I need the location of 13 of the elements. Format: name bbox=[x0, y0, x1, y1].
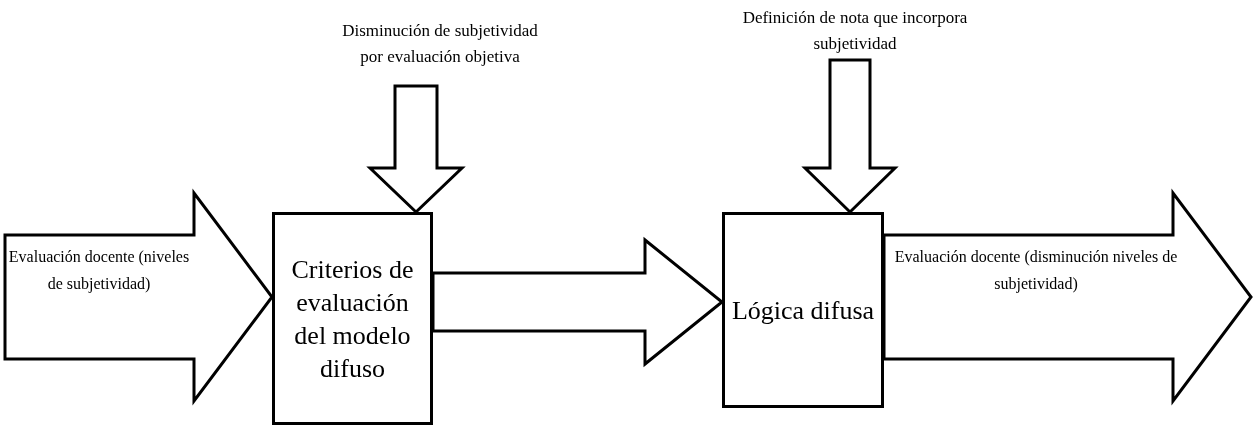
block-arrow bbox=[366, 84, 466, 215]
box-title: Lógica difusa bbox=[731, 294, 875, 327]
edge-label: Evaluación docente (niveles de subjetividad) bbox=[7, 247, 191, 295]
edge-label: Evaluación docente (disminución niveles de subjetividad) bbox=[893, 247, 1179, 295]
block-arrow bbox=[431, 236, 725, 368]
block-arrow bbox=[3, 188, 274, 406]
input-note: Disminución de subjetividad por evaluación objetiva bbox=[335, 4, 545, 84]
box-title: Criterios de evaluación del modelo difuso bbox=[290, 253, 415, 385]
process-box bbox=[722, 212, 884, 408]
block-arrow bbox=[882, 188, 1253, 406]
block-arrow bbox=[801, 58, 899, 215]
input-note: Definición de nota que incorpora subjetividad bbox=[725, 4, 985, 58]
process-box bbox=[272, 212, 433, 425]
